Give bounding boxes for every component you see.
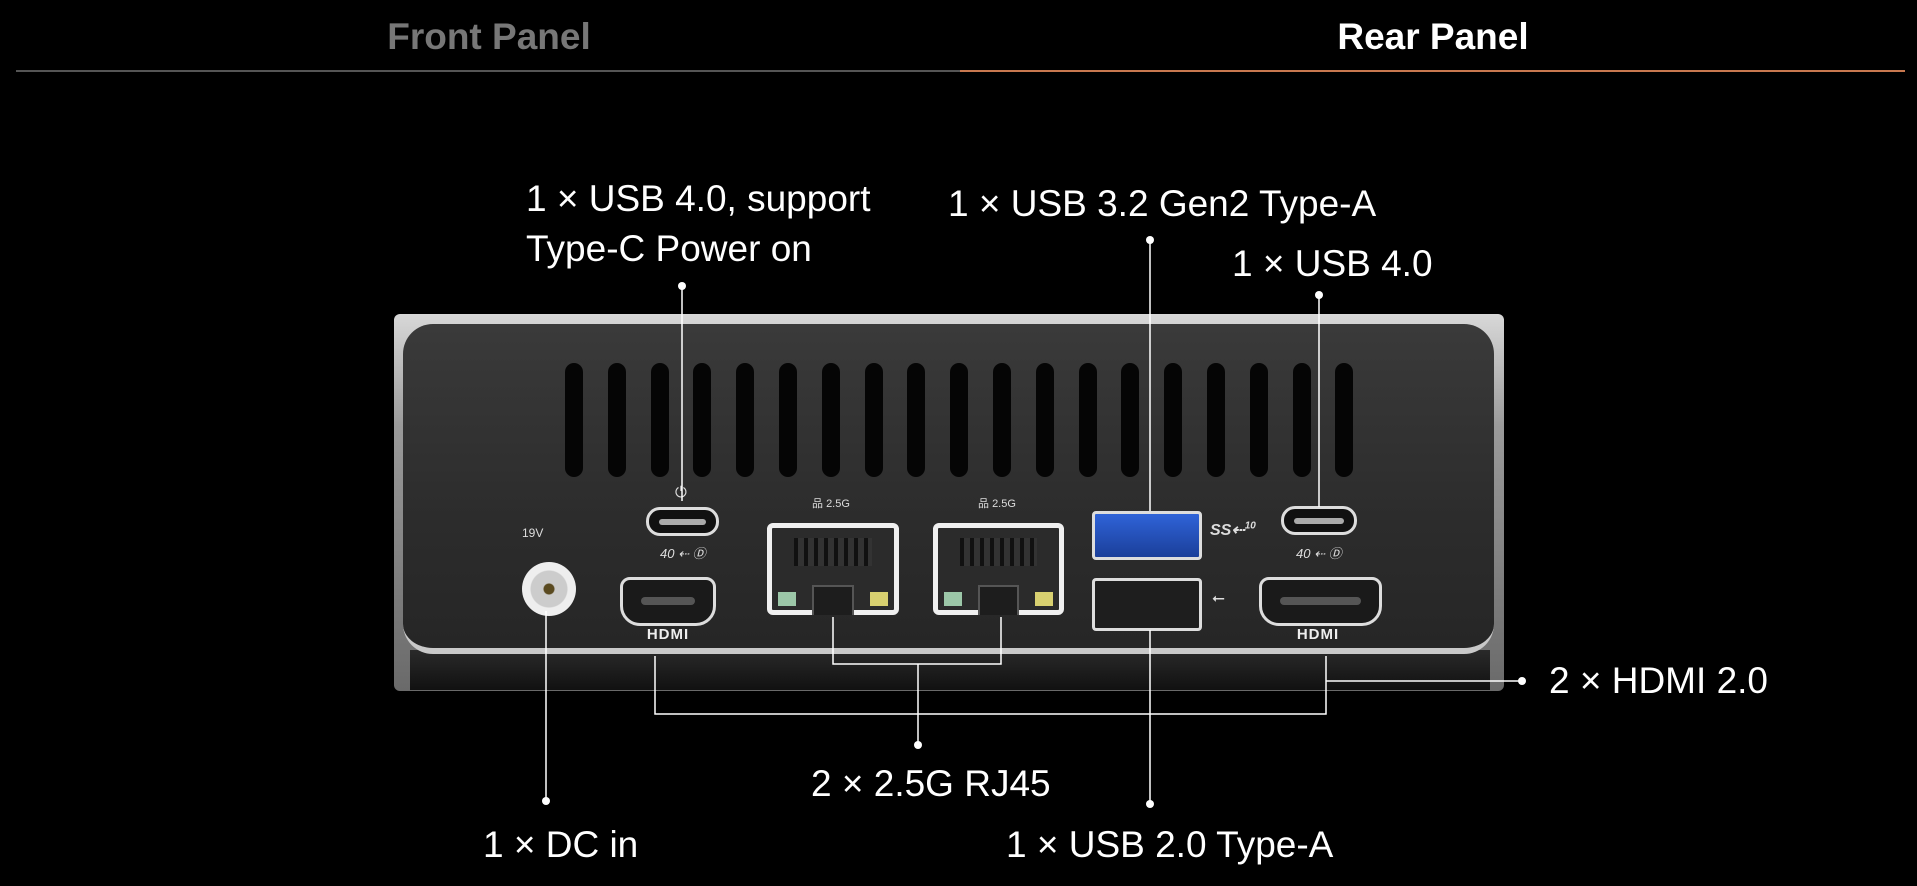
usb-icon: ⭠ bbox=[1212, 590, 1225, 607]
hdmi-mark-right: HDMI bbox=[1296, 626, 1340, 643]
rj45-port-1 bbox=[767, 523, 899, 615]
vent-slot bbox=[736, 363, 755, 477]
vent-slot bbox=[565, 363, 583, 477]
vent-slot bbox=[650, 363, 669, 477]
vent-slot bbox=[1078, 363, 1097, 477]
label-usb4-power-line1: 1 × USB 4.0, support bbox=[526, 178, 871, 219]
lan1-speed-mark: 品 2.5G bbox=[812, 498, 850, 510]
label-hdmi: 2 × HDMI 2.0 bbox=[1549, 660, 1769, 701]
label-usb4-power-line2: Type-C Power on bbox=[526, 228, 812, 269]
vent-slot bbox=[993, 363, 1011, 477]
usb4-logo-left: 40 ⇠ Ⓓ bbox=[660, 546, 706, 561]
vent-slot bbox=[1035, 363, 1054, 477]
callout-dot bbox=[1315, 291, 1323, 299]
callout-line-hdmi-bracket bbox=[654, 656, 1327, 715]
dc-voltage-mark: 19V bbox=[522, 526, 544, 540]
vent-slot bbox=[950, 363, 969, 477]
tab-front-underline bbox=[16, 70, 960, 72]
rj45-port-2 bbox=[933, 523, 1064, 615]
vent-slot bbox=[607, 363, 626, 477]
usb-c-port-right bbox=[1281, 506, 1357, 535]
label-usb4: 1 × USB 4.0 bbox=[1232, 243, 1433, 284]
callout-line-rj45 bbox=[832, 617, 1002, 665]
callout-dot bbox=[678, 282, 686, 290]
callout-dot bbox=[1518, 677, 1526, 685]
usb20-port bbox=[1092, 578, 1202, 631]
vent-slot bbox=[1121, 363, 1140, 477]
label-usb32: 1 × USB 3.2 Gen2 Type-A bbox=[948, 183, 1377, 224]
usb32-port bbox=[1092, 511, 1202, 560]
power-plug-icon: ⏻ bbox=[675, 484, 687, 501]
vent-slot bbox=[821, 363, 840, 477]
tab-front-panel[interactable]: Front Panel bbox=[387, 16, 591, 57]
vent-slot bbox=[1207, 363, 1225, 477]
usb3-ss-icon: SS⇠10 bbox=[1210, 520, 1256, 539]
vent-slot bbox=[693, 363, 712, 477]
hdmi-mark-left: HDMI bbox=[646, 626, 690, 643]
dc-jack bbox=[522, 562, 576, 616]
callout-dot bbox=[914, 741, 922, 749]
vent-slot bbox=[1249, 363, 1268, 477]
tab-rear-underline bbox=[960, 70, 1905, 72]
tab-rear-panel[interactable]: Rear Panel bbox=[1337, 16, 1529, 57]
vent-slot bbox=[1335, 363, 1354, 477]
vent-slot bbox=[1164, 363, 1183, 477]
lan2-speed-mark: 品 2.5G bbox=[978, 498, 1016, 510]
usb4-logo-right: 40 ⇠ Ⓓ bbox=[1296, 546, 1342, 561]
hdmi-port-left bbox=[620, 577, 716, 626]
vent-slot bbox=[1292, 363, 1311, 477]
vent-slot bbox=[907, 363, 926, 477]
vent-slot bbox=[864, 363, 883, 477]
usb-c-port-left bbox=[646, 507, 719, 536]
device-base bbox=[410, 650, 1490, 690]
label-dc: 1 × DC in bbox=[483, 824, 639, 865]
label-usb20: 1 × USB 2.0 Type-A bbox=[1006, 824, 1334, 865]
callout-dot bbox=[1146, 800, 1154, 808]
callout-dot bbox=[542, 797, 550, 805]
callout-dot bbox=[1146, 236, 1154, 244]
hdmi-port-right bbox=[1259, 577, 1382, 626]
vent-slot bbox=[779, 363, 797, 477]
label-rj45: 2 × 2.5G RJ45 bbox=[811, 763, 1051, 804]
